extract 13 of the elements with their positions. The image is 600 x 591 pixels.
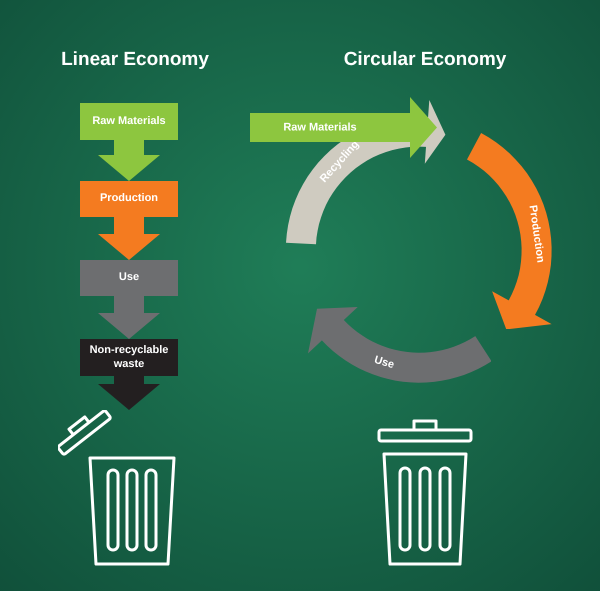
arrow-shape: Use bbox=[308, 307, 492, 383]
process-box: Raw Materials bbox=[80, 103, 178, 140]
process-box: Use bbox=[80, 260, 178, 296]
process-box: Non-recyclable waste bbox=[80, 339, 178, 376]
down-arrow bbox=[98, 296, 160, 339]
down-arrow bbox=[98, 376, 160, 410]
trash-bin bbox=[376, 418, 474, 568]
down-arrow bbox=[98, 217, 160, 260]
section-heading: Circular Economy bbox=[342, 48, 508, 72]
down-arrow bbox=[98, 140, 160, 181]
section-heading: Linear Economy bbox=[60, 48, 210, 72]
process-box: Production bbox=[80, 181, 178, 217]
arrow-shape: Production bbox=[467, 132, 552, 329]
